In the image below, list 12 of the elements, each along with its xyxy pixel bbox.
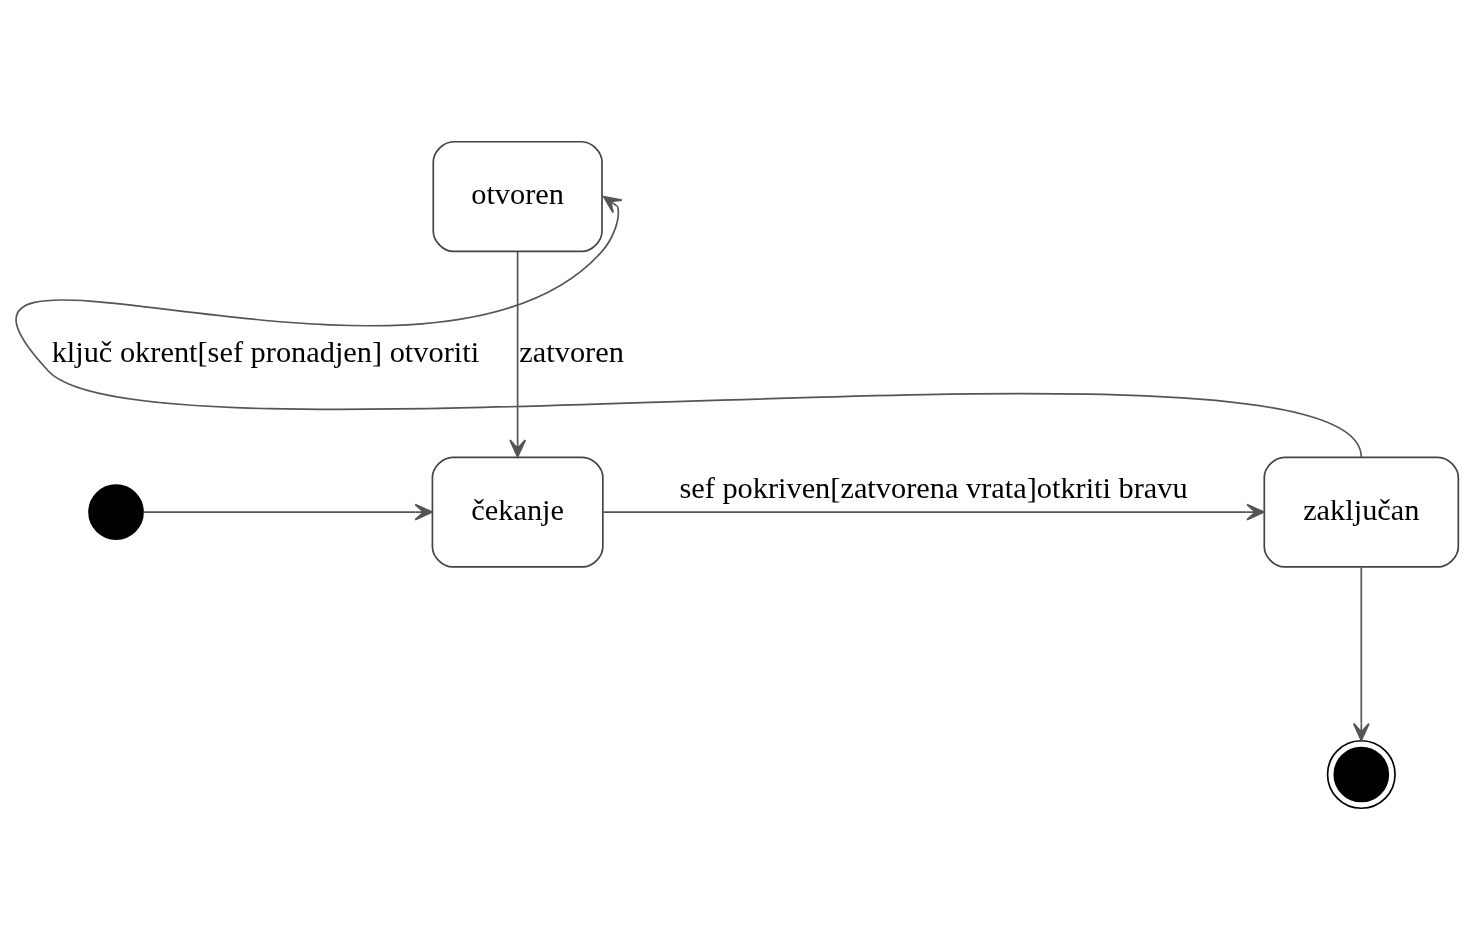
node-circle	[1326, 739, 1396, 810]
arrow	[1352, 566, 1370, 742]
edge-label: ključ okrent[sef pronadjen] otvoriti	[51, 334, 480, 369]
edge-label: sef pokriven[zatvorena vrata]otkriti bravu	[679, 470, 1188, 505]
arrow	[142, 503, 433, 521]
node-box: čekanje	[431, 456, 604, 568]
node-box: zaključan	[1263, 456, 1460, 568]
node-box: otvoren	[432, 140, 603, 253]
edge-label: zatvoren	[519, 334, 624, 369]
arrow	[602, 503, 1265, 521]
arrow	[509, 251, 527, 458]
node-circle	[88, 484, 144, 540]
